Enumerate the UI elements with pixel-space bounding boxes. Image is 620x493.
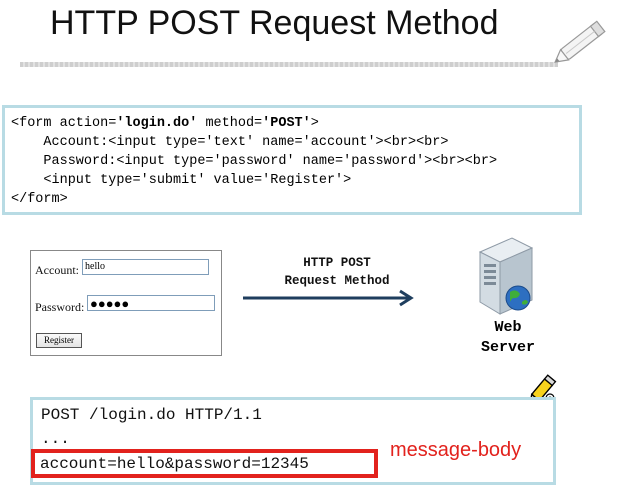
server-icon [478,237,534,315]
message-body-highlight [31,449,378,478]
account-input[interactable]: hello [82,259,209,275]
message-body-text: account=hello&password=12345 [40,455,309,473]
html-code-box: <form action='login.do' method='POST'> A… [2,105,582,215]
title-underline [20,62,558,67]
form-preview: Account: hello Password: ●●●●● Register [30,250,222,356]
http-request-box: POST /login.do HTTP/1.1 ... [30,397,556,485]
register-button[interactable]: Register [36,333,82,348]
code-line-account: Account:<input type='text' name='account… [11,135,449,150]
right-arrow-icon [243,289,414,307]
globe-icon [505,285,531,311]
arrow-caption: HTTP POST Request Method [262,254,412,290]
server-label-line2: Server [480,339,535,356]
request-line: POST /login.do HTTP/1.1 [41,406,262,424]
code-line-password: Password:<input type='password' name='pa… [11,154,498,169]
account-label: Account: [35,263,79,277]
page-title: HTTP POST Request Method [50,4,499,42]
pencil-icon [554,20,606,63]
code-line-form-open: <form action='login.do' method='POST'> [11,116,319,131]
web-server-label: Web Server [462,318,554,358]
arrow-caption-line2: Request Method [284,274,390,288]
server-label-line1: Web [494,319,522,336]
password-label: Password: [35,300,85,314]
request-headers-ellipsis: ... [41,430,70,448]
code-line-form-close: </form> [11,192,68,207]
password-dots: ●●●●● [90,296,130,311]
message-body-caption: message-body [390,439,522,461]
password-input[interactable]: ●●●●● [87,295,215,311]
arrow-caption-line1: HTTP POST [303,256,371,270]
code-line-submit: <input type='submit' value='Register'> [11,173,352,188]
